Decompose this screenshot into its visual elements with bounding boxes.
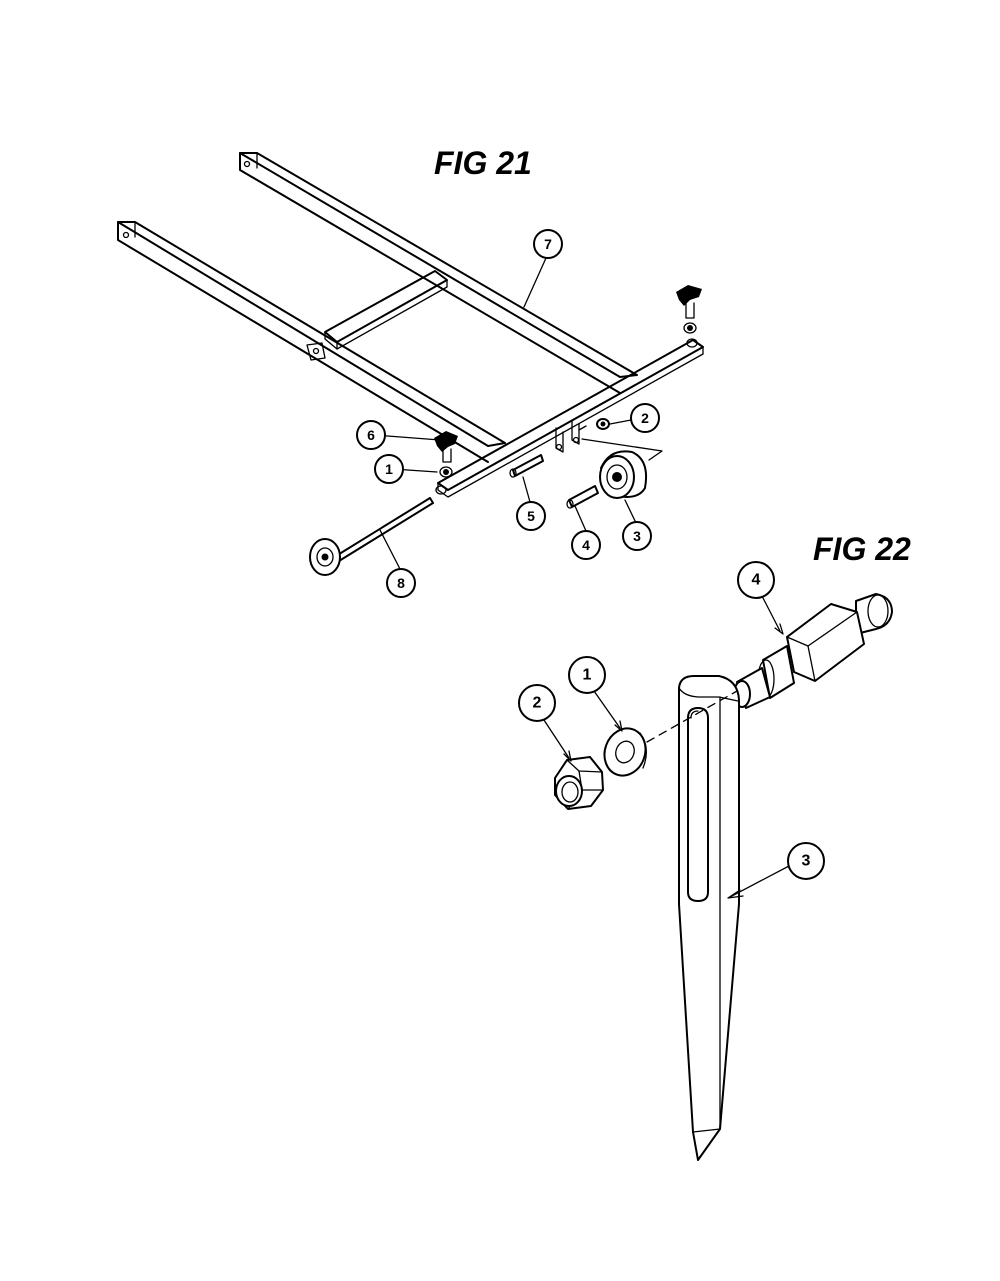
assembly-axis (646, 690, 738, 743)
spacer-sleeve (566, 485, 599, 509)
svg-text:1: 1 (385, 461, 393, 477)
hex-stud (733, 593, 893, 709)
fig22-title: FIG 22 (813, 531, 911, 567)
fig22-callouts: 4 1 2 3 (518, 561, 825, 880)
callout-f22-2: 2 (518, 684, 556, 722)
push-rod (309, 497, 434, 576)
wing-knob-right (676, 285, 702, 334)
fig21-title: FIG 21 (434, 145, 532, 181)
hex-nut (554, 756, 604, 810)
bolt (509, 454, 544, 478)
svg-text:3: 3 (633, 528, 641, 544)
svg-text:2: 2 (641, 410, 649, 426)
callout-f22-3: 3 (787, 842, 825, 880)
callout-f21-6: 6 (356, 420, 386, 450)
wing-knob-left (434, 431, 458, 495)
callout-f21-3: 3 (622, 521, 652, 551)
fig21-frame (117, 152, 704, 498)
callout-f21-1: 1 (374, 454, 404, 484)
wheel (599, 450, 648, 499)
callout-f22-1: 1 (568, 656, 606, 694)
svg-text:4: 4 (752, 572, 761, 589)
svg-text:3: 3 (802, 853, 811, 870)
callout-f22-4: 4 (737, 561, 775, 599)
svg-text:4: 4 (582, 537, 590, 553)
small-nut (596, 418, 610, 430)
washer (603, 727, 647, 777)
callout-f21-5: 5 (516, 501, 546, 531)
fig22-leaders (541, 595, 790, 899)
callout-f21-8: 8 (386, 568, 416, 598)
svg-text:5: 5 (527, 508, 535, 524)
svg-text:1: 1 (583, 667, 592, 684)
fig21-callouts: 7 2 6 1 5 4 3 8 (356, 229, 660, 598)
callout-f21-7: 7 (533, 229, 563, 259)
slotted-bar (678, 675, 740, 1161)
callout-f21-2: 2 (630, 403, 660, 433)
svg-text:7: 7 (544, 236, 552, 252)
svg-text:6: 6 (367, 427, 375, 443)
svg-text:2: 2 (533, 695, 542, 712)
svg-text:8: 8 (397, 575, 405, 591)
callout-f21-4: 4 (571, 530, 601, 560)
